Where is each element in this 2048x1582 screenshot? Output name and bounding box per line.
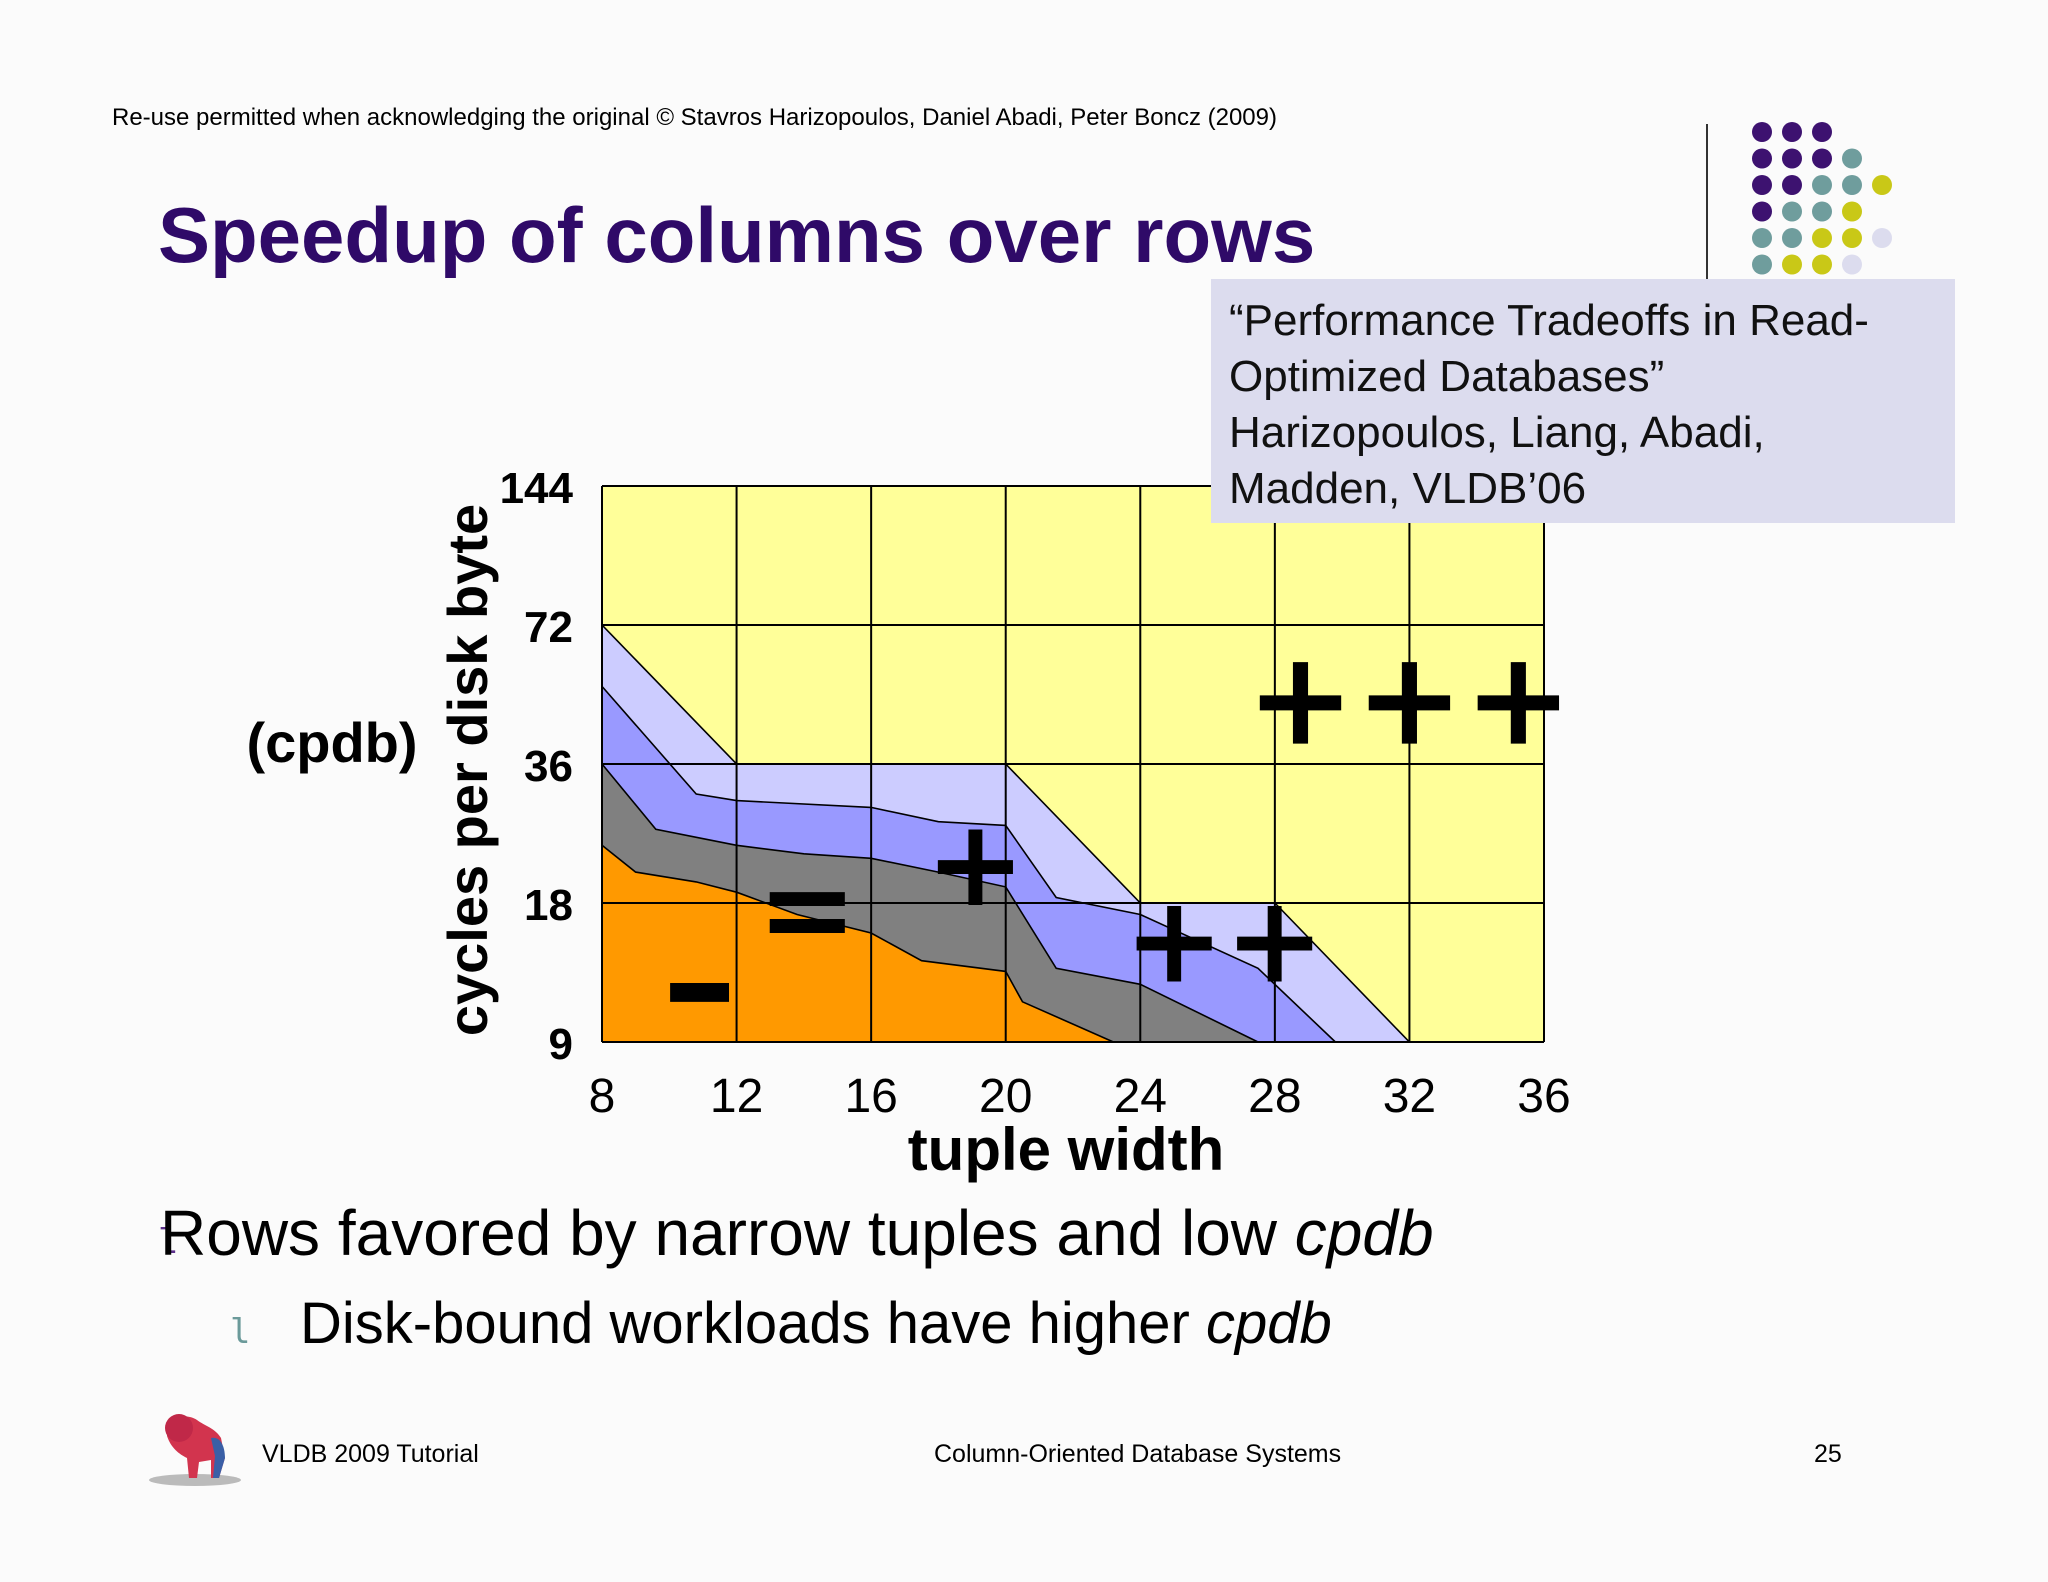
dot [1752, 228, 1772, 248]
citation-box: “Performance Tradeoffs in Read- Optimize… [1211, 279, 1955, 523]
x-tick-label: 28 [1248, 1070, 1301, 1123]
x-axis-label: tuple width [908, 1116, 1225, 1183]
dot [1812, 228, 1832, 248]
citation-line: Harizopoulos, Liang, Abadi, [1229, 408, 1765, 457]
decorative-dot-grid [1752, 122, 1892, 275]
x-tick-label: 36 [1517, 1070, 1570, 1123]
header-divider [1706, 124, 1708, 284]
region-label: = [757, 841, 858, 980]
x-tick-label: 20 [979, 1070, 1032, 1123]
bullet-sub: Disk-bound workloads have higher cpdb [300, 1290, 1332, 1357]
bullet-main: Rows favored by narrow tuples and low cp… [160, 1196, 1434, 1270]
dot [1782, 254, 1802, 275]
dot [1782, 122, 1802, 142]
region-label: – [662, 895, 737, 1069]
y-tick-label: 72 [524, 603, 573, 652]
dot [1842, 254, 1862, 275]
y-tick-label: 144 [500, 464, 574, 513]
region-boundary [601, 685, 1336, 1043]
dot [1842, 228, 1862, 248]
page-number: 25 [1814, 1440, 1842, 1468]
dot [1752, 201, 1772, 222]
x-tick-label: 8 [589, 1070, 616, 1123]
citation-line: Madden, VLDB’06 [1229, 464, 1587, 513]
slide-title: Speedup of columns over rows [158, 191, 1316, 279]
footer-left: VLDB 2009 Tutorial [262, 1440, 479, 1468]
region-boundary [601, 624, 1410, 1043]
x-tick-label: 32 [1383, 1070, 1436, 1123]
dot [1782, 201, 1802, 222]
y-tick-label: 9 [549, 1020, 573, 1069]
dot [1782, 175, 1802, 195]
dot [1752, 254, 1772, 275]
dot [1752, 148, 1772, 169]
dot [1782, 228, 1802, 248]
dot [1812, 122, 1832, 142]
dot [1812, 254, 1832, 275]
citation-line: Optimized Databases” [1229, 352, 1665, 401]
dot [1752, 122, 1772, 142]
dot [1872, 228, 1892, 248]
region-label: +++ [1246, 623, 1573, 775]
bullet-emphasis: cpdb [1205, 1291, 1332, 1356]
copyright-notice: Re-use permitted when acknowledging the … [112, 104, 1277, 131]
region-label: + [925, 795, 1026, 934]
bullet-text: Disk-bound workloads have higher [300, 1291, 1206, 1356]
dot [1812, 148, 1832, 169]
dot [1812, 175, 1832, 195]
dot [1812, 201, 1832, 222]
region-label: ++ [1124, 872, 1325, 1011]
dot [1752, 175, 1772, 195]
region-boundary [601, 844, 1114, 1043]
bullet-text: Rows favored by narrow tuples and low [160, 1197, 1295, 1269]
dot [1842, 148, 1862, 169]
dot [1842, 201, 1862, 222]
region-rows-faster [602, 845, 1114, 1042]
y-axis-label: cycles per disk byte [436, 504, 499, 1036]
dot [1782, 148, 1802, 169]
sub-bullet-marker: l [230, 1312, 251, 1352]
y-tick-label: 18 [524, 881, 573, 930]
dot [1842, 175, 1862, 195]
footer-center: Column-Oriented Database Systems [934, 1440, 1342, 1468]
y-axis-side-label: (cpdb) [246, 711, 417, 774]
lion-logo [149, 1414, 241, 1486]
x-tick-label: 16 [844, 1070, 897, 1123]
x-tick-label: 24 [1114, 1070, 1167, 1123]
bullet-emphasis: cpdb [1294, 1197, 1434, 1269]
region-boundary [601, 763, 1259, 1043]
bullet-marker: l [158, 1222, 179, 1262]
y-tick-label: 36 [524, 742, 573, 791]
x-tick-label: 12 [710, 1070, 763, 1123]
dot [1872, 175, 1892, 195]
citation-line: “Performance Tradeoffs in Read- [1229, 296, 1869, 345]
